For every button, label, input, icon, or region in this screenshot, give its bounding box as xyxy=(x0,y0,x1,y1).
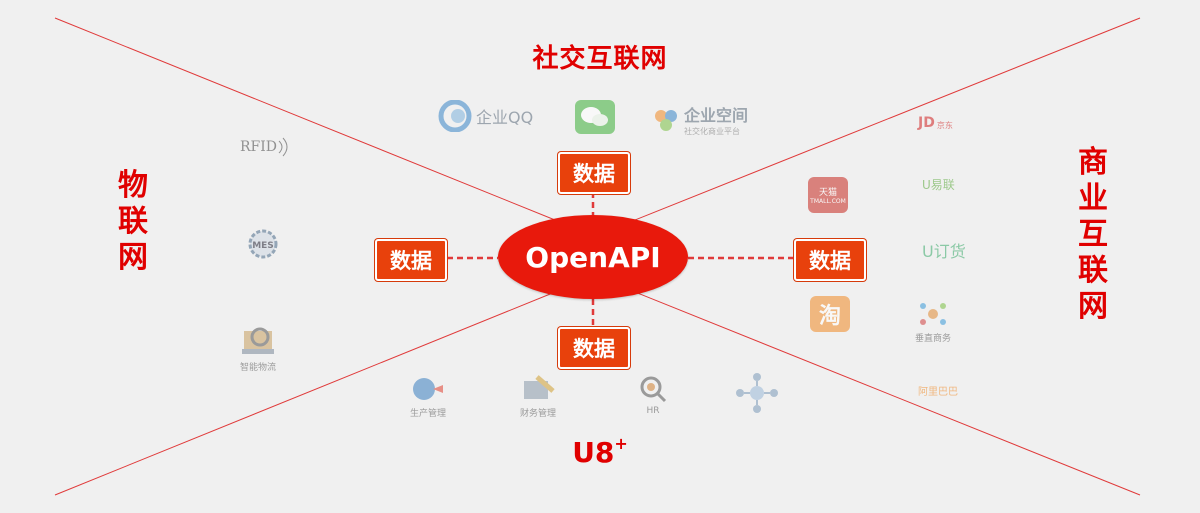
finance-management-logo: 财务管理 xyxy=(520,373,556,419)
qq-enterprise-logo: 企业QQ xyxy=(438,100,533,132)
tmall-sub: TMALL.COM xyxy=(810,198,846,205)
mes-label: MES xyxy=(252,241,274,251)
org-network-icon xyxy=(736,373,778,413)
finance-management-label: 财务管理 xyxy=(520,409,557,419)
alibaba-label: 阿里巴巴 xyxy=(918,387,958,398)
tmall-label: 天猫 xyxy=(818,188,837,198)
data-box-top: 数据 xyxy=(558,152,630,194)
jd-logo: JD 京东 xyxy=(918,115,953,131)
commerce-internet-title: 商业互联网 xyxy=(1078,145,1108,324)
org-network-logo xyxy=(735,372,779,414)
rfid-label: RFID xyxy=(240,139,278,155)
smart-logistics-label: 智能物流 xyxy=(239,363,276,373)
diag-line-top-left xyxy=(54,17,561,223)
smart-logistics-logo: 智能物流 xyxy=(238,323,278,373)
u8-title-plus: + xyxy=(614,434,628,453)
alibaba-logo: 阿里巴巴 xyxy=(918,383,958,398)
u8-title-text: U8 xyxy=(572,436,615,469)
rfid-logo: RFID xyxy=(240,135,291,159)
production-management-logo: 生产管理 xyxy=(410,375,446,419)
qq-icon xyxy=(438,100,472,132)
enterprise-space-label: 企业空间 xyxy=(684,106,749,125)
production-icon xyxy=(413,378,443,400)
qq-enterprise-label: 企业QQ xyxy=(476,108,534,127)
diag-line-top-right xyxy=(629,17,1141,223)
u-dinghuo-label: U订货 xyxy=(922,242,966,261)
diag-line-bottom-left xyxy=(54,289,561,496)
openapi-hub: OpenAPI xyxy=(498,215,688,299)
mes-logo: MES xyxy=(245,228,281,260)
u8-title: U8+ xyxy=(0,434,1200,469)
vertical-commerce-label: 垂直商务 xyxy=(915,334,952,344)
wechat-icon xyxy=(575,100,615,134)
tmall-logo: 天猫 TMALL.COM xyxy=(808,177,848,213)
u-dinghuo-logo: U订货 xyxy=(922,238,966,262)
iot-title: 物联网 xyxy=(118,168,148,275)
hr-logo: HR xyxy=(638,375,668,416)
social-internet-title: 社交互联网 xyxy=(532,44,668,74)
jd-label: JD xyxy=(918,115,935,131)
vertical-commerce-logo: 垂直商务 xyxy=(915,300,951,344)
data-box-left: 数据 xyxy=(375,239,447,281)
data-box-bottom: 数据 xyxy=(558,327,630,369)
production-management-label: 生产管理 xyxy=(410,409,447,419)
wechat-logo xyxy=(575,100,615,134)
data-box-right: 数据 xyxy=(794,239,866,281)
taobao-label: 淘 xyxy=(810,296,850,332)
finance-icon xyxy=(524,375,555,399)
u-yilian-logo: U易联 xyxy=(922,176,955,193)
vertical-commerce-icon xyxy=(920,303,946,325)
hr-label: HR xyxy=(646,406,660,416)
hr-magnifier-icon xyxy=(640,376,667,403)
enterprise-space-icon xyxy=(655,109,677,131)
enterprise-space-sub: 社交化商业平台 xyxy=(684,127,740,136)
jd-sub: 京东 xyxy=(936,121,953,130)
diag-line-bottom-right xyxy=(629,289,1141,496)
mes-gear-icon: MES xyxy=(248,229,278,259)
logistics-icon xyxy=(242,327,274,354)
rfid-wave-icon xyxy=(278,137,288,157)
u-yilian-label: U易联 xyxy=(922,178,955,192)
enterprise-space-logo: 企业空间 社交化商业平台 xyxy=(652,102,748,137)
taobao-logo: 淘 xyxy=(810,296,850,332)
